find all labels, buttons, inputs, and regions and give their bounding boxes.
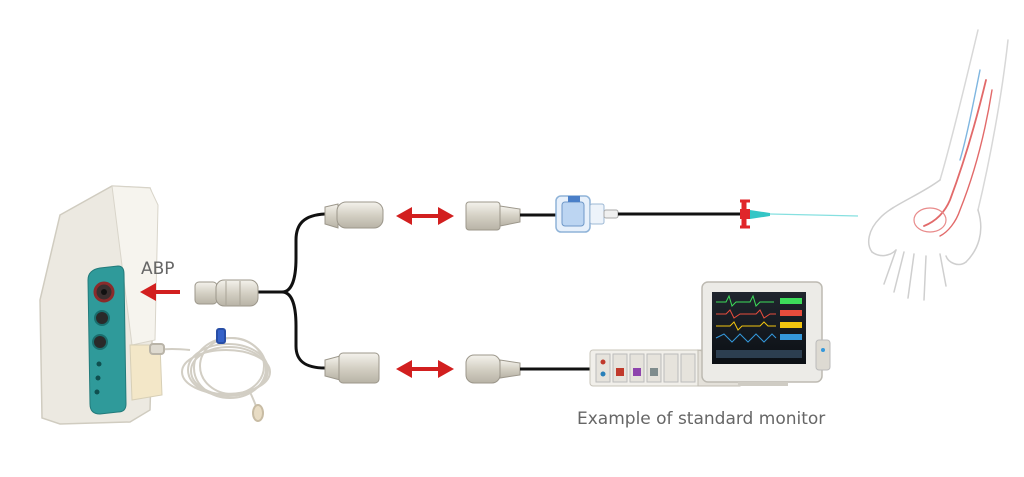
monitor-caption: Example of standard monitor bbox=[577, 409, 826, 429]
coiled-cable bbox=[149, 328, 271, 422]
left-arrow-icon bbox=[140, 283, 180, 301]
y-cable bbox=[256, 212, 326, 370]
device-port bbox=[94, 310, 110, 326]
round-connector bbox=[194, 279, 259, 307]
pressure-transducer bbox=[555, 195, 740, 233]
arm-illustration bbox=[867, 29, 1009, 301]
abp-label: ABP bbox=[141, 259, 175, 279]
catheter bbox=[740, 199, 859, 229]
double-arrow-icon bbox=[396, 207, 454, 225]
double-arrow-icon bbox=[396, 360, 454, 378]
monitor-cable-plug bbox=[465, 354, 590, 384]
bedside-device bbox=[39, 185, 163, 425]
device-connector-panel bbox=[87, 265, 127, 415]
device-port bbox=[92, 334, 108, 350]
cable-connector-lower bbox=[324, 352, 380, 384]
patient-monitor bbox=[701, 281, 831, 386]
cable-connector-upper bbox=[324, 201, 384, 229]
transducer-plug bbox=[465, 201, 556, 231]
